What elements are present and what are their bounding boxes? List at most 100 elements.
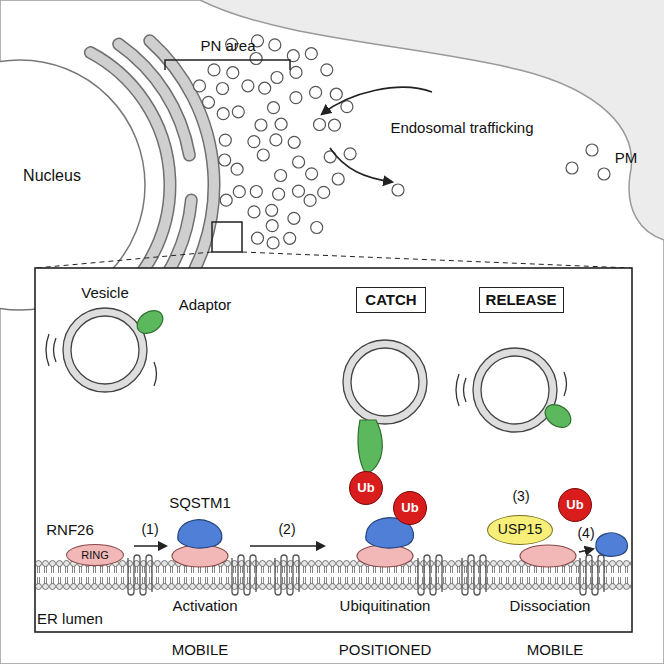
vesicle — [347, 344, 423, 420]
trafficking-arrow — [322, 87, 432, 114]
step-arrow — [134, 545, 166, 547]
organelle-label: Nucleus — [23, 167, 81, 185]
vesicle — [208, 64, 220, 76]
adaptor — [133, 306, 575, 474]
motion-mark — [46, 334, 49, 366]
vesicle — [227, 67, 239, 79]
node-text: RELEASE — [486, 292, 557, 309]
state-label: POSITIONED — [339, 642, 432, 659]
ubiquitin-circle: Ub — [558, 488, 592, 522]
pn-bracket — [165, 60, 290, 70]
ubiquitin-circle: Ub — [349, 471, 383, 505]
vesicle — [321, 64, 333, 76]
node-text: Ub — [357, 481, 374, 495]
vesicle — [257, 149, 269, 161]
vesicle — [293, 185, 305, 197]
vesicle — [304, 194, 316, 206]
vesicle — [219, 154, 231, 166]
rnf26-protein — [172, 545, 576, 567]
vesicle — [290, 66, 302, 78]
transmembrane-helix — [462, 555, 486, 595]
transmembrane-helix — [275, 555, 299, 595]
vesicle — [219, 134, 231, 146]
vesicle — [270, 134, 282, 146]
vesicle — [248, 136, 260, 148]
vesicle — [288, 212, 300, 224]
vesicle — [305, 48, 317, 60]
step-arrow — [250, 545, 324, 547]
vesicle — [332, 173, 344, 185]
step-label: Dissociation — [510, 598, 591, 615]
transmembrane-helix — [580, 555, 604, 595]
vesicle — [231, 163, 243, 175]
vesicle — [271, 72, 283, 84]
vesicle — [293, 156, 305, 168]
vesicle — [341, 101, 353, 113]
protein-label: SQSTM1 — [169, 495, 231, 512]
small-vesicles — [566, 162, 578, 174]
node-text: RING — [81, 549, 109, 561]
vesicle — [351, 348, 419, 416]
vesicle — [473, 348, 557, 432]
vesicle — [329, 119, 341, 131]
callout-number: (4) — [577, 526, 594, 541]
vesicle — [306, 168, 318, 180]
node-text: USP15 — [498, 522, 542, 537]
vesicle — [71, 316, 139, 384]
adaptor — [541, 400, 575, 432]
state-box: RELEASE — [479, 287, 564, 313]
adaptor — [133, 306, 167, 338]
vesicle — [314, 119, 326, 131]
trafficking-arrow — [330, 148, 392, 182]
motion-mark — [456, 374, 459, 406]
vesicle — [220, 194, 232, 206]
vesicle — [203, 96, 215, 108]
zoom-frame — [35, 268, 632, 632]
vesicle — [250, 53, 262, 65]
state-label: MOBILE — [172, 642, 229, 659]
vesicle — [255, 119, 267, 131]
sqstm1-protein — [178, 520, 222, 548]
small-vesicles — [392, 144, 610, 196]
vesicle — [481, 356, 549, 424]
enzyme-ellipse: USP15 — [487, 515, 553, 545]
sqstm1-protein — [596, 533, 628, 556]
motion-mark — [564, 372, 567, 396]
state-label: MOBILE — [527, 642, 584, 659]
zoom-frame — [212, 222, 242, 252]
step-arrow — [134, 546, 593, 552]
vesicle — [232, 106, 244, 118]
region-label: PN area — [200, 38, 255, 55]
vesicle — [217, 108, 229, 120]
vesicle — [250, 186, 262, 198]
callout-number: (1) — [141, 522, 158, 537]
callout-number: (3) — [512, 489, 529, 504]
vesicle — [252, 232, 264, 244]
vesicle — [273, 188, 285, 200]
vesicle — [290, 92, 302, 104]
step-label: Ubiquitination — [340, 598, 431, 615]
vesicle — [266, 204, 278, 216]
ring-domain: RING — [66, 544, 124, 566]
pn-bracket — [165, 60, 290, 70]
vesicle — [343, 340, 427, 424]
vesicle — [233, 186, 245, 198]
small-vesicles — [392, 184, 404, 196]
vesicle — [310, 86, 322, 98]
vesicle — [330, 88, 342, 100]
vesicle — [477, 352, 553, 428]
vesicle — [194, 80, 206, 92]
compartment-label: ER lumen — [37, 611, 103, 628]
vesicle — [288, 136, 300, 148]
vesicle — [311, 222, 323, 234]
vesicle — [275, 118, 287, 130]
protein-label: RNF26 — [46, 522, 94, 539]
vesicle — [63, 308, 147, 392]
vesicle — [268, 102, 280, 114]
vesicle — [267, 237, 279, 249]
membrane-label: PM — [615, 150, 638, 167]
process-label: Endosomal trafficking — [390, 120, 533, 137]
zoom-frame — [242, 252, 631, 268]
transmembrane-helix — [418, 555, 442, 595]
